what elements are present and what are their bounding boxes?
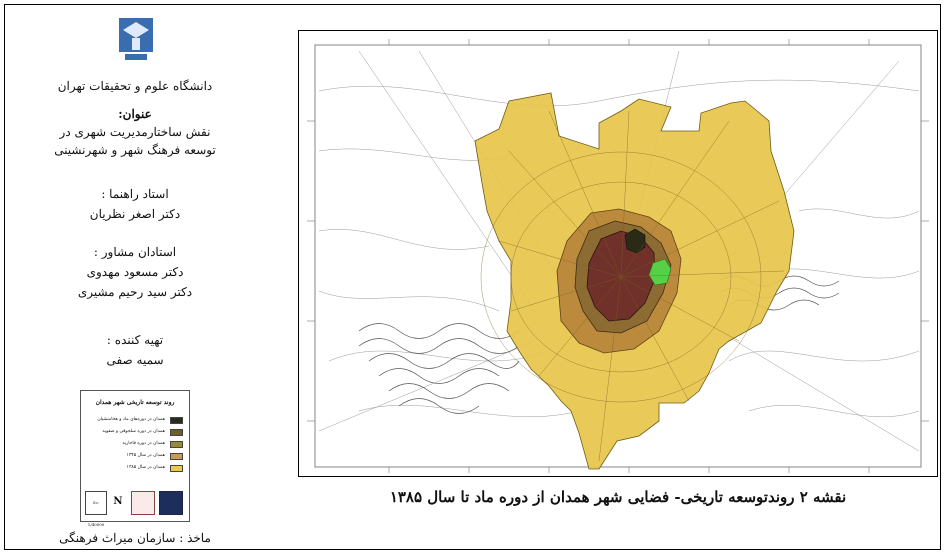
page-frame [4, 4, 941, 550]
supervisor-label: استاد راهنما : [101, 187, 169, 201]
advisor-1: دکتر مسعود مهدوی [86, 265, 184, 279]
legend-swatch [170, 429, 183, 436]
legend-title: روند توسعه تاریخی شهر همدان [95, 399, 175, 406]
extent-median-achaemenid [624, 228, 646, 254]
author-name: سمیه صفی [106, 353, 164, 367]
map-caption: نقشه ۲ روندتوسعه تاریخی- فضایی شهر همدان… [389, 488, 847, 506]
legend-label: همدان در دوره سلجوقی و صفویه [102, 429, 165, 434]
supervisor-name: دکتر اصغر نظریان [89, 207, 181, 221]
map-ticks [307, 39, 929, 473]
hamedan-map [299, 31, 937, 476]
map-frame [298, 30, 938, 477]
legend-item: همدان در دوره سلجوقی و صفویه [91, 429, 183, 437]
advisor-2: دکتر سید رحیم مشیری [77, 285, 193, 299]
legend-label: همدان در سال ۱۳۸۵ [126, 465, 165, 470]
sidebar: دانشگاه علوم و تحقیقات تهران عنوان: نقش … [10, 10, 260, 550]
university-logo-icon [119, 18, 153, 60]
legend-item: همدان در دوره‌های ماد و هخامنشیان [91, 417, 183, 425]
advisors-label: استادان مشاور : [93, 245, 177, 259]
north-arrow-icon: N [113, 496, 123, 507]
author-label: تهیه کننده : [106, 333, 164, 347]
map-legend: روند توسعه تاریخی شهر همدان همدان در دور… [80, 390, 190, 527]
university-name: دانشگاه علوم و تحقیقات تهران [57, 79, 213, 93]
legend-label: همدان در دوره قاجاریه [122, 441, 165, 446]
legend-label: همدان در دوره‌های ماد و هخامنشیان [97, 417, 165, 422]
source-note: ماخذ : سازمان میراث فرهنگی [59, 531, 211, 545]
title-label: عنوان: [118, 107, 152, 121]
legend-label: همدان در سال ۱۳۴۵ [126, 453, 165, 458]
heritage-logo-icon [131, 491, 155, 515]
title-line-2: توسعه فرهنگ شهر و شهرنشینی [54, 143, 216, 157]
legend-item: همدان در سال ۱۳۴۵ [91, 453, 183, 461]
organization-logo-icon [159, 491, 183, 515]
street-network [480, 110, 785, 462]
title-line-1: نقش ساختارمدیریت شهری در [59, 125, 211, 139]
legend-swatch [170, 453, 183, 460]
scale-box: Sc: 1/40000 [85, 491, 107, 527]
legend-item: همدان در سال ۱۳۸۵ [91, 465, 183, 473]
green-area [648, 258, 672, 286]
legend-item: همدان در دوره قاجاریه [91, 441, 183, 449]
legend-swatch [170, 417, 183, 424]
legend-swatch [170, 465, 183, 472]
legend-swatch [170, 441, 183, 448]
